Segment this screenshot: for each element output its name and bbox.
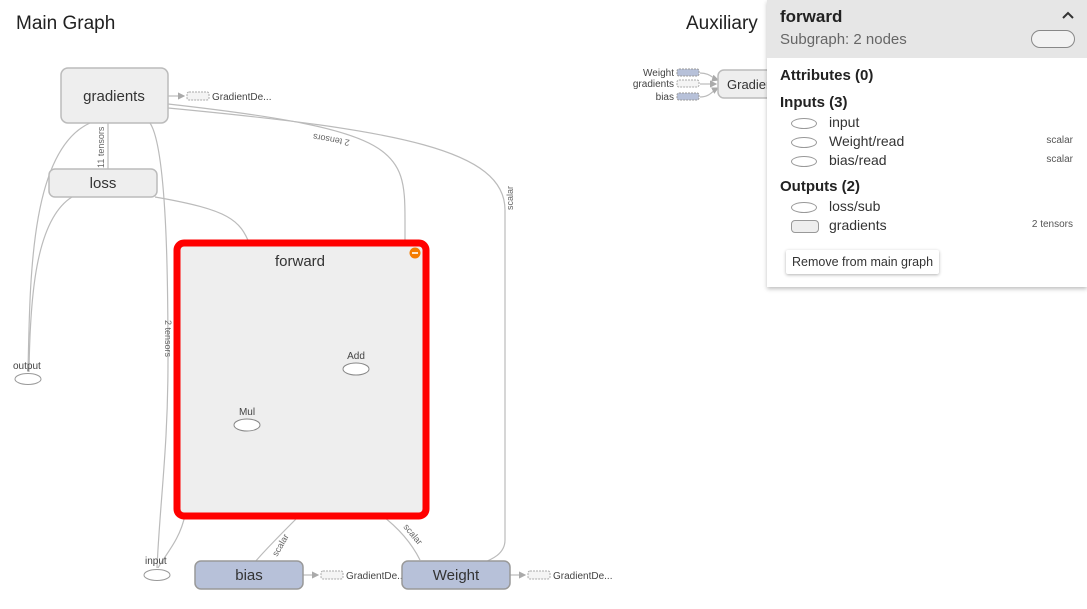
bias-node-label: bias [235, 567, 263, 584]
gradient-descent-stub-3[interactable]: GradientDe... [527, 570, 612, 582]
meta-node-icon [791, 220, 819, 233]
add-node-label: Add [347, 351, 365, 362]
edge-label-scalar-4: scalar [401, 522, 424, 547]
input-row-weight-read[interactable]: Weight/read scalar [791, 133, 1073, 151]
output-row-label: gradients [829, 217, 887, 233]
auxiliary-weight-label: Weight [643, 68, 674, 79]
gradient-descent-stub-2[interactable]: GradientDe... [320, 570, 405, 582]
main-graph-title: Main Graph [16, 13, 116, 34]
forward-subgraph-label: forward [275, 253, 325, 270]
auxiliary-bias-label: bias [656, 92, 674, 103]
auxiliary-gradients-label: gradients [633, 79, 674, 90]
bias-node[interactable]: bias [194, 560, 304, 590]
input-row-input[interactable]: input [791, 114, 1073, 132]
outputs-title: Outputs (2) [780, 178, 860, 195]
forward-subgraph[interactable]: forward [173, 239, 430, 520]
auxiliary-weight-input[interactable]: Weight [643, 68, 700, 79]
mul-node[interactable]: Mul [233, 407, 261, 432]
input-node[interactable]: input [143, 556, 171, 581]
gradient-descent-stub-1[interactable]: GradientDe... [186, 91, 271, 103]
op-node-icon [791, 202, 817, 213]
subgraph-node-icon [1031, 30, 1075, 48]
op-node-icon [791, 118, 817, 129]
output-row-gradients[interactable]: gradients 2 tensors [791, 217, 1073, 235]
input-row-label: Weight/read [829, 133, 905, 149]
output-row-loss-sub[interactable]: loss/sub [791, 198, 1073, 216]
remove-from-main-graph-button[interactable]: Remove from main graph [786, 250, 940, 274]
info-card-title: forward [780, 7, 843, 26]
info-card-header: forward Subgraph: 2 nodes [767, 0, 1087, 58]
op-node-icon [791, 137, 817, 148]
input-row-label: bias/read [829, 152, 887, 168]
weight-node-label: Weight [433, 567, 480, 584]
input-row-bias-read[interactable]: bias/read scalar [791, 152, 1073, 170]
edge-label-2-tensors-left: 2 tensors [163, 320, 173, 358]
output-row-meta: 2 tensors [1031, 219, 1073, 230]
gradients-node-label: gradients [83, 88, 145, 105]
auxiliary-bias-input[interactable]: bias [656, 92, 700, 103]
attributes-title: Attributes (0) [780, 67, 874, 84]
info-card-subtitle: Subgraph: 2 nodes [780, 31, 907, 48]
input-row-meta: scalar [1046, 135, 1073, 146]
edge-label-scalar-3: scalar [270, 532, 291, 558]
mul-node-label: Mul [239, 407, 255, 418]
input-row-meta: scalar [1046, 154, 1073, 165]
gradient-descent-stub-2-label: GradientDe... [346, 571, 405, 582]
loss-node-label: loss [90, 175, 117, 192]
input-row-label: input [829, 114, 860, 130]
output-node[interactable]: output [13, 361, 42, 385]
edge-label-scalar-right: scalar [505, 186, 515, 210]
loss-node[interactable]: loss [48, 168, 158, 198]
edge-label-11-tensors: 11 tensors [96, 126, 106, 168]
gradients-node[interactable]: gradients [60, 67, 169, 124]
add-node[interactable]: Add [342, 351, 370, 376]
chevron-up-icon[interactable] [1062, 6, 1074, 23]
gradient-descent-stub-3-label: GradientDe... [553, 571, 612, 582]
gradient-descent-stub-1-label: GradientDe... [212, 92, 271, 103]
inputs-title: Inputs (3) [780, 94, 848, 111]
weight-node[interactable]: Weight [401, 560, 511, 590]
collapse-subgraph-icon[interactable] [409, 247, 421, 259]
node-info-card: forward Subgraph: 2 nodes Attributes (0)… [767, 0, 1087, 287]
auxiliary-gradients-input[interactable]: gradients [633, 79, 700, 90]
input-node-label: input [145, 556, 167, 567]
auxiliary-title: Auxiliary [686, 13, 758, 34]
output-node-label: output [13, 361, 41, 372]
op-node-icon [791, 156, 817, 167]
output-row-label: loss/sub [829, 198, 881, 214]
